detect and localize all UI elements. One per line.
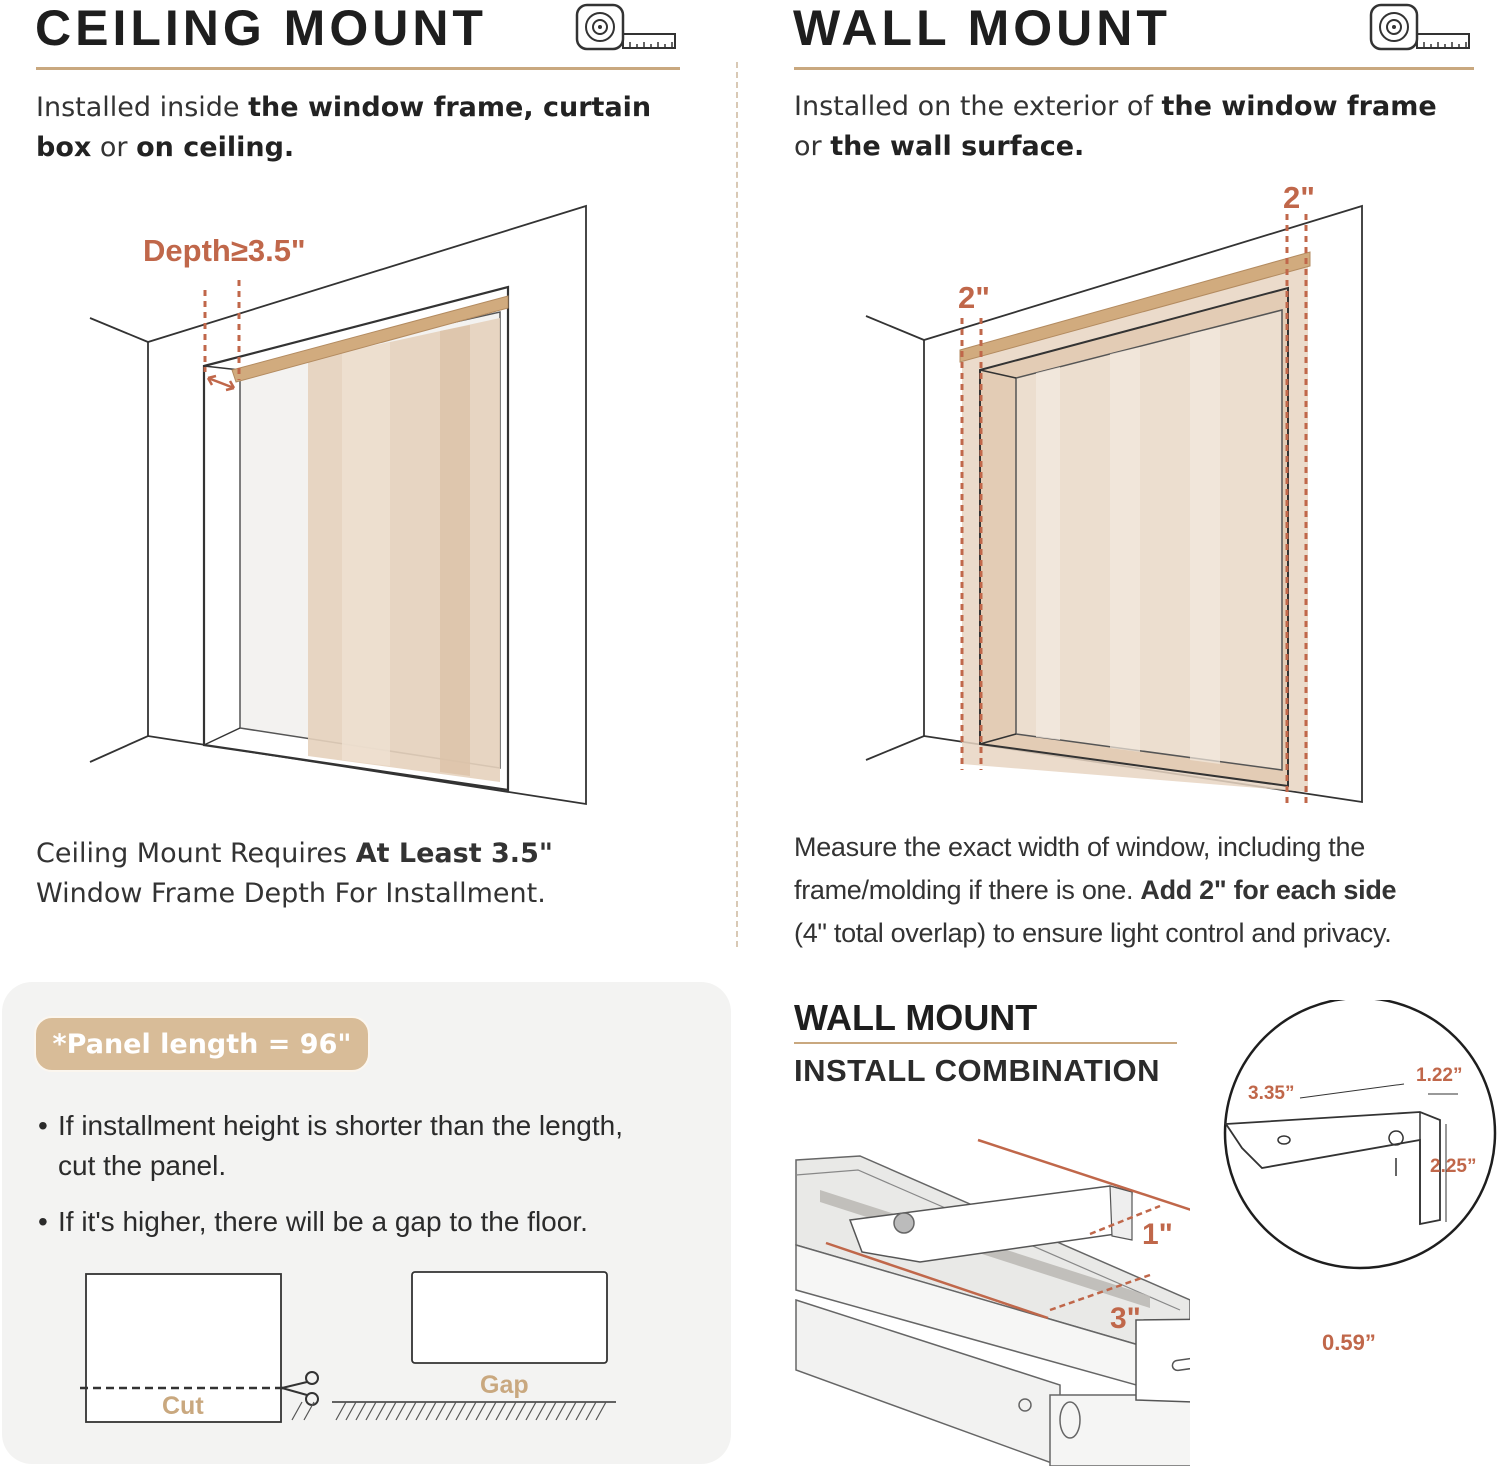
ceiling-mount-diagram [89,204,587,806]
detail-length-label: 3.35” [1248,1083,1295,1104]
detail-height-label: 2.25” [1430,1156,1477,1177]
ceiling-note-text: Ceiling Mount Requires At Least 3.5"Wind… [36,838,553,909]
install-title-rule [794,1042,1177,1044]
ceiling-mount-title: CEILING MOUNT [35,0,487,56]
curtain-panels [308,318,500,782]
bracket-length-label: 3" [1110,1302,1141,1335]
wall-rail [959,251,1311,363]
install-title: WALL MOUNT [794,997,1038,1038]
panel-length-pill: *Panel length = 96" [34,1016,370,1072]
right-overlap-label: 2" [1283,180,1315,215]
bullet-gap: •If it's higher, there will be a gap to … [38,1206,588,1237]
ceiling-title-rule [36,67,680,70]
cut-gap-diagram [80,1271,616,1423]
bracket-width-label: 1" [1142,1218,1173,1251]
wall-title-rule [794,67,1474,70]
rail-bracket-diagram [795,1138,1190,1466]
wall-intro-text: Installed on the exterior of the window … [794,91,1437,162]
tape-measure-icon-2 [1368,2,1472,56]
tape-measure-icon [574,2,678,56]
wall-mount-diagram [865,204,1363,806]
ceiling-intro-text: Installed inside the window frame, curta… [36,92,652,163]
wall-measure-text: Measure the exact width of window, inclu… [794,832,1397,948]
depth-label: Depth≥3.5" [143,233,306,268]
detail-width-label: 1.22” [1416,1065,1463,1086]
left-overlap-label: 2" [958,280,990,315]
bullet-cut: •If installment height is shorter than t… [38,1110,623,1181]
ceiling-rail [231,295,509,383]
cut-label: Cut [162,1392,204,1420]
column-divider [736,62,738,947]
bracket-detail-circle [1223,1000,1497,1270]
rail-height-label: 0.59” [1322,1330,1376,1355]
gap-label: Gap [480,1371,529,1399]
wall-mount-title: WALL MOUNT [793,0,1171,56]
install-subtitle: INSTALL COMBINATION [794,1053,1160,1088]
scissors-icon [281,1371,319,1406]
